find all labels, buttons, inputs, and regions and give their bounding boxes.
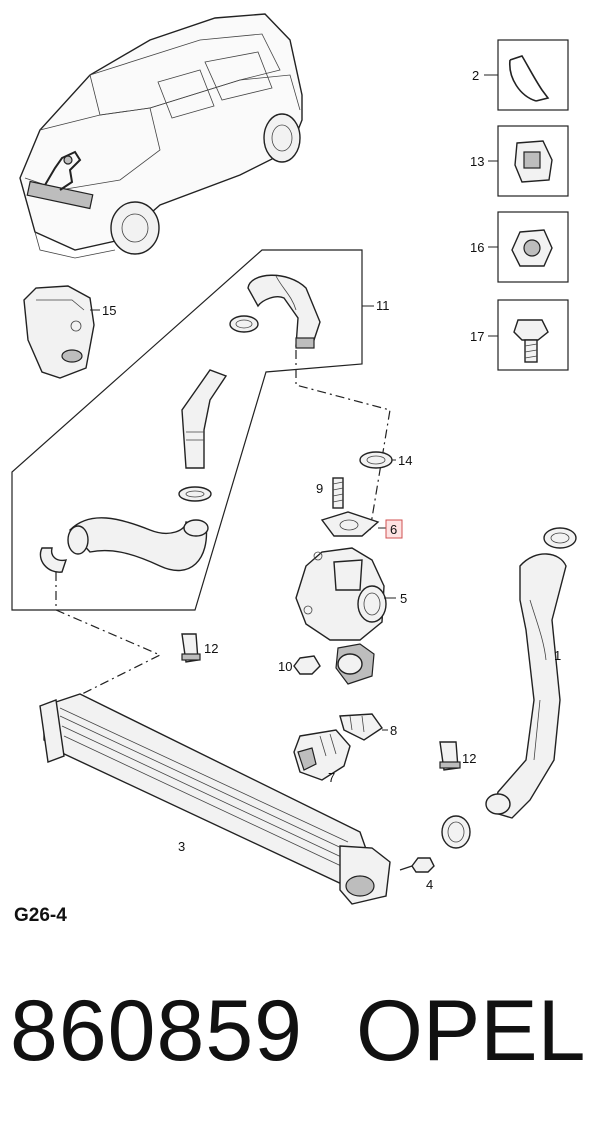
vehicle-illustration <box>19 13 303 259</box>
callout-1: 1 <box>554 648 561 663</box>
callout-5: 5 <box>400 591 407 606</box>
callout-17: 17 <box>470 329 484 344</box>
diagram-code: G26-4 <box>14 905 67 926</box>
callout-3: 3 <box>178 839 185 854</box>
hose-upper <box>229 274 321 349</box>
nut-part-10 <box>293 655 321 675</box>
gasket-part-6 <box>320 511 386 537</box>
clamp-part-14 <box>359 451 396 469</box>
connection-dash-11-6 <box>295 350 391 531</box>
hose-lower <box>39 517 209 573</box>
callout-7: 7 <box>328 770 335 785</box>
connection-dash-3-12 <box>55 572 162 701</box>
callout-2: 2 <box>472 68 479 83</box>
callout-15: 15 <box>102 303 116 318</box>
callout-6-highlight <box>385 519 403 539</box>
callout-10: 10 <box>278 659 292 674</box>
callout-4: 4 <box>426 877 433 892</box>
kit-outline-11 <box>11 249 363 611</box>
brand-name: OPEL <box>356 983 586 1079</box>
bracket-part-12-left <box>181 633 201 663</box>
cover-part-15 <box>23 285 100 379</box>
detail-box-13 <box>488 125 569 197</box>
detail-box-2 <box>484 39 569 111</box>
callout-11: 11 <box>376 298 390 313</box>
hose-part-1 <box>441 527 577 849</box>
part-number: 860859 <box>10 983 303 1079</box>
bolt-part-4 <box>399 857 435 873</box>
callout-9: 9 <box>316 481 323 496</box>
parts-exploded-diagram: 2 13 16 17 15 11 <box>11 13 577 905</box>
callout-12-right: 12 <box>462 751 476 766</box>
detail-box-17 <box>488 299 569 371</box>
callout-12-left: 12 <box>204 641 218 656</box>
callout-8: 8 <box>390 723 397 738</box>
callout-6: 6 <box>390 522 397 537</box>
callout-13: 13 <box>470 154 484 169</box>
bracket-part-12-right <box>439 741 461 771</box>
turbocharger-part-5 <box>295 547 396 685</box>
callout-14: 14 <box>398 453 412 468</box>
holder-part-7 <box>293 729 351 781</box>
pipe-bent <box>178 369 228 502</box>
clip-part-8 <box>339 713 388 741</box>
intercooler-part-3 <box>39 693 391 905</box>
detail-box-16 <box>488 211 569 283</box>
callout-16: 16 <box>470 240 484 255</box>
stud-part-9 <box>332 477 344 509</box>
